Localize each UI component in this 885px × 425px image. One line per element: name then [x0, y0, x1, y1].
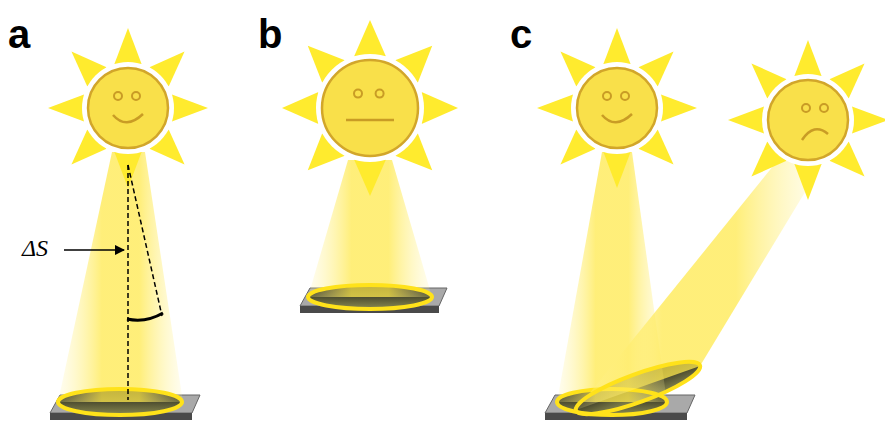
- angle-arc: [127, 313, 163, 320]
- panel-letter: c: [510, 14, 532, 54]
- beam-ring: [308, 285, 432, 309]
- sun-face: [728, 40, 885, 200]
- light-cone: [308, 160, 432, 297]
- panel-letter: b: [258, 14, 282, 54]
- beam-ring: [571, 352, 705, 423]
- leader-arrow: [64, 249, 124, 251]
- light-cone: [58, 152, 183, 402]
- angle-label: ΔS: [22, 236, 48, 260]
- sun-face: [537, 28, 697, 188]
- sun-face: [48, 28, 208, 188]
- sun-face: [282, 20, 458, 196]
- normal-line: [127, 165, 129, 400]
- panel-letter: a: [8, 14, 30, 54]
- beam-ring: [58, 389, 182, 415]
- edge-ray: [128, 165, 162, 316]
